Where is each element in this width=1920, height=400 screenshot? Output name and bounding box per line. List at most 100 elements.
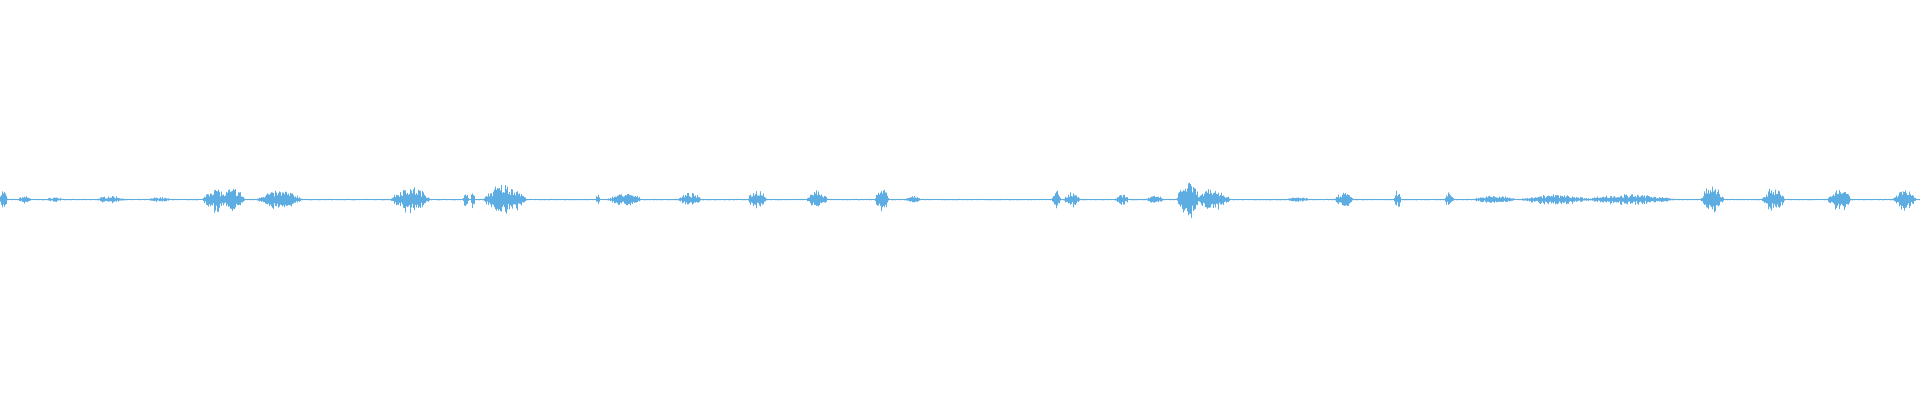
waveform-sample — [1339, 197, 1340, 203]
waveform-sample — [1623, 197, 1624, 202]
waveform-sample — [91, 199, 92, 201]
waveform-sample — [181, 198, 182, 201]
waveform-sample — [1379, 199, 1380, 201]
waveform-sample — [675, 199, 676, 201]
waveform-sample — [729, 199, 730, 201]
waveform-sample — [1396, 190, 1397, 206]
waveform-sample — [1372, 199, 1373, 201]
waveform-sample — [101, 197, 102, 202]
waveform-sample — [1389, 199, 1390, 201]
waveform-sample — [590, 198, 591, 200]
waveform-sample — [917, 197, 918, 202]
waveform-sample — [439, 199, 440, 201]
waveform-sample — [257, 198, 258, 201]
waveform-sample — [934, 199, 935, 201]
waveform-sample — [1822, 199, 1823, 201]
waveform-sample — [291, 193, 292, 207]
waveform-sample — [418, 189, 419, 209]
waveform-sample — [1080, 199, 1081, 201]
waveform-sample — [1680, 198, 1681, 201]
waveform-sample — [1558, 195, 1559, 204]
waveform-sample — [786, 199, 787, 201]
waveform-sample — [114, 197, 115, 202]
waveform-sample — [727, 199, 728, 201]
waveform-sample — [275, 190, 276, 206]
waveform-sample — [691, 197, 692, 203]
waveform-sample — [507, 186, 508, 210]
waveform-sample — [1063, 199, 1064, 201]
waveform-sample — [256, 198, 257, 201]
waveform-sample — [1373, 199, 1374, 201]
waveform-sample — [822, 196, 823, 203]
waveform-sample — [639, 196, 640, 202]
waveform-sample — [487, 196, 488, 202]
waveform-sample — [960, 198, 961, 200]
waveform-sample — [817, 195, 818, 206]
waveform-sample — [103, 197, 104, 202]
waveform-sample — [1112, 199, 1113, 201]
waveform-sample — [1046, 199, 1047, 201]
waveform-sample — [1860, 199, 1861, 201]
waveform-sample — [1180, 190, 1181, 207]
waveform-sample — [759, 195, 760, 206]
waveform-sample — [1641, 195, 1642, 203]
waveform-sample — [1550, 196, 1551, 202]
waveform-sample — [351, 199, 352, 201]
waveform-sample — [986, 199, 987, 201]
waveform-sample — [442, 198, 443, 200]
waveform-sample — [437, 199, 438, 201]
waveform-sample — [1728, 199, 1729, 201]
waveform-sample — [1899, 192, 1900, 207]
waveform-sample — [64, 199, 65, 201]
waveform-sample — [353, 199, 354, 201]
waveform-sample — [1224, 196, 1225, 203]
waveform-sample — [1815, 199, 1816, 201]
waveform-sample — [1166, 198, 1167, 200]
waveform-sample — [977, 199, 978, 201]
waveform-sample — [1877, 198, 1878, 201]
waveform-sample — [1813, 199, 1814, 201]
waveform-sample — [1029, 198, 1030, 200]
waveform-sample — [1526, 198, 1527, 201]
waveform-sample — [1199, 196, 1200, 202]
waveform-sample — [374, 198, 375, 200]
waveform-sample — [1365, 198, 1366, 200]
waveform-sample — [519, 193, 520, 204]
waveform-sample — [1807, 199, 1808, 201]
waveform-sample — [341, 199, 342, 201]
waveform-sample — [1620, 196, 1621, 205]
waveform-sample — [349, 198, 350, 200]
waveform-sample — [247, 199, 248, 201]
waveform-sample — [452, 199, 453, 201]
waveform-sample — [1275, 199, 1276, 201]
waveform-sample — [1233, 199, 1234, 201]
waveform-sample — [1133, 199, 1134, 201]
waveform-sample — [1847, 194, 1848, 205]
waveform-sample — [1444, 199, 1445, 201]
waveform-sample — [1617, 197, 1618, 203]
waveform-sample — [751, 196, 752, 203]
waveform-sample — [142, 198, 143, 200]
waveform-sample — [1248, 199, 1249, 201]
waveform-sample — [840, 199, 841, 201]
waveform-sample — [1406, 199, 1407, 201]
waveform-sample — [1117, 197, 1118, 203]
waveform-sample — [1543, 194, 1544, 204]
waveform-sample — [563, 199, 564, 201]
waveform-sample — [245, 199, 246, 201]
waveform-sample — [747, 199, 748, 201]
waveform-sample — [949, 199, 950, 201]
waveform-sample — [514, 192, 515, 205]
waveform-sample — [284, 194, 285, 208]
waveform-sample — [1737, 198, 1738, 201]
waveform-sample — [1744, 199, 1745, 201]
waveform-sample — [31, 198, 32, 201]
waveform-sample — [1457, 199, 1458, 201]
waveform-sample — [1464, 199, 1465, 201]
waveform-sample — [714, 199, 715, 201]
waveform-sample — [1118, 197, 1119, 202]
waveform-sample — [61, 198, 62, 200]
waveform-sample — [1613, 196, 1614, 204]
waveform-sample — [1538, 196, 1539, 203]
waveform-sample — [196, 199, 197, 201]
